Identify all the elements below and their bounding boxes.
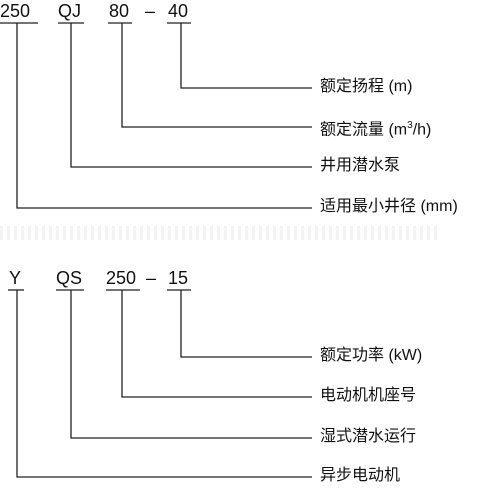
- label-min-well-diameter-text: 适用最小井径: [320, 198, 417, 215]
- leader-15: [180, 290, 312, 358]
- label-motor-frame-text: 电动机机座号: [320, 387, 417, 404]
- label-well-pump-text: 井用潜水泵: [320, 157, 401, 174]
- label-rated-head-text: 额定扬程: [320, 78, 385, 95]
- label-motor-frame: 电动机机座号: [320, 387, 416, 405]
- label-async-motor: 异步电动机: [320, 467, 400, 485]
- code-qj: QJ: [58, 1, 82, 21]
- label-wet-submersible-text: 湿式潜水运行: [320, 428, 417, 445]
- label-rated-head-unit: (m): [384, 78, 413, 95]
- leader-250: [16, 23, 312, 209]
- label-rated-power: 额定功率 (kW): [320, 347, 422, 365]
- scan-noise-band: [0, 226, 440, 240]
- code-y: Y: [9, 268, 22, 288]
- label-rated-power-unit: (kW): [384, 347, 423, 364]
- label-rated-head: 额定扬程 (m): [320, 78, 412, 96]
- label-rated-flow-text: 额定流量: [320, 121, 385, 139]
- label-min-well-diameter-unit: (mm): [416, 198, 458, 215]
- code-250: 250: [0, 1, 31, 21]
- code-250b: 250: [106, 268, 137, 288]
- label-async-motor-text: 异步电动机: [320, 467, 401, 484]
- label-rated-flow: 额定流量 (m3/h): [320, 117, 431, 139]
- label-rated-flow-unit: (m: [384, 121, 408, 139]
- label-well-pump: 井用潜水泵: [320, 157, 400, 175]
- code-dash: –: [145, 1, 156, 21]
- label-rated-power-text: 额定功率: [320, 347, 385, 364]
- leader-qs: [70, 290, 312, 439]
- label-rated-flow-sup: 3: [407, 120, 413, 131]
- leader-80: [121, 23, 312, 128]
- code-dash-2: –: [146, 268, 157, 288]
- code-15: 15: [168, 268, 189, 288]
- label-wet-submersible: 湿式潜水运行: [320, 428, 416, 446]
- code-qs: QS: [56, 268, 83, 288]
- leader-y: [16, 290, 312, 478]
- code-40: 40: [168, 1, 189, 21]
- label-rated-flow-unit-tail: /h): [412, 121, 432, 139]
- leader-250b: [121, 290, 312, 398]
- leader-qj: [70, 23, 312, 168]
- label-min-well-diameter: 适用最小井径 (mm): [320, 198, 458, 216]
- leader-40: [180, 23, 312, 89]
- code-80: 80: [109, 1, 130, 21]
